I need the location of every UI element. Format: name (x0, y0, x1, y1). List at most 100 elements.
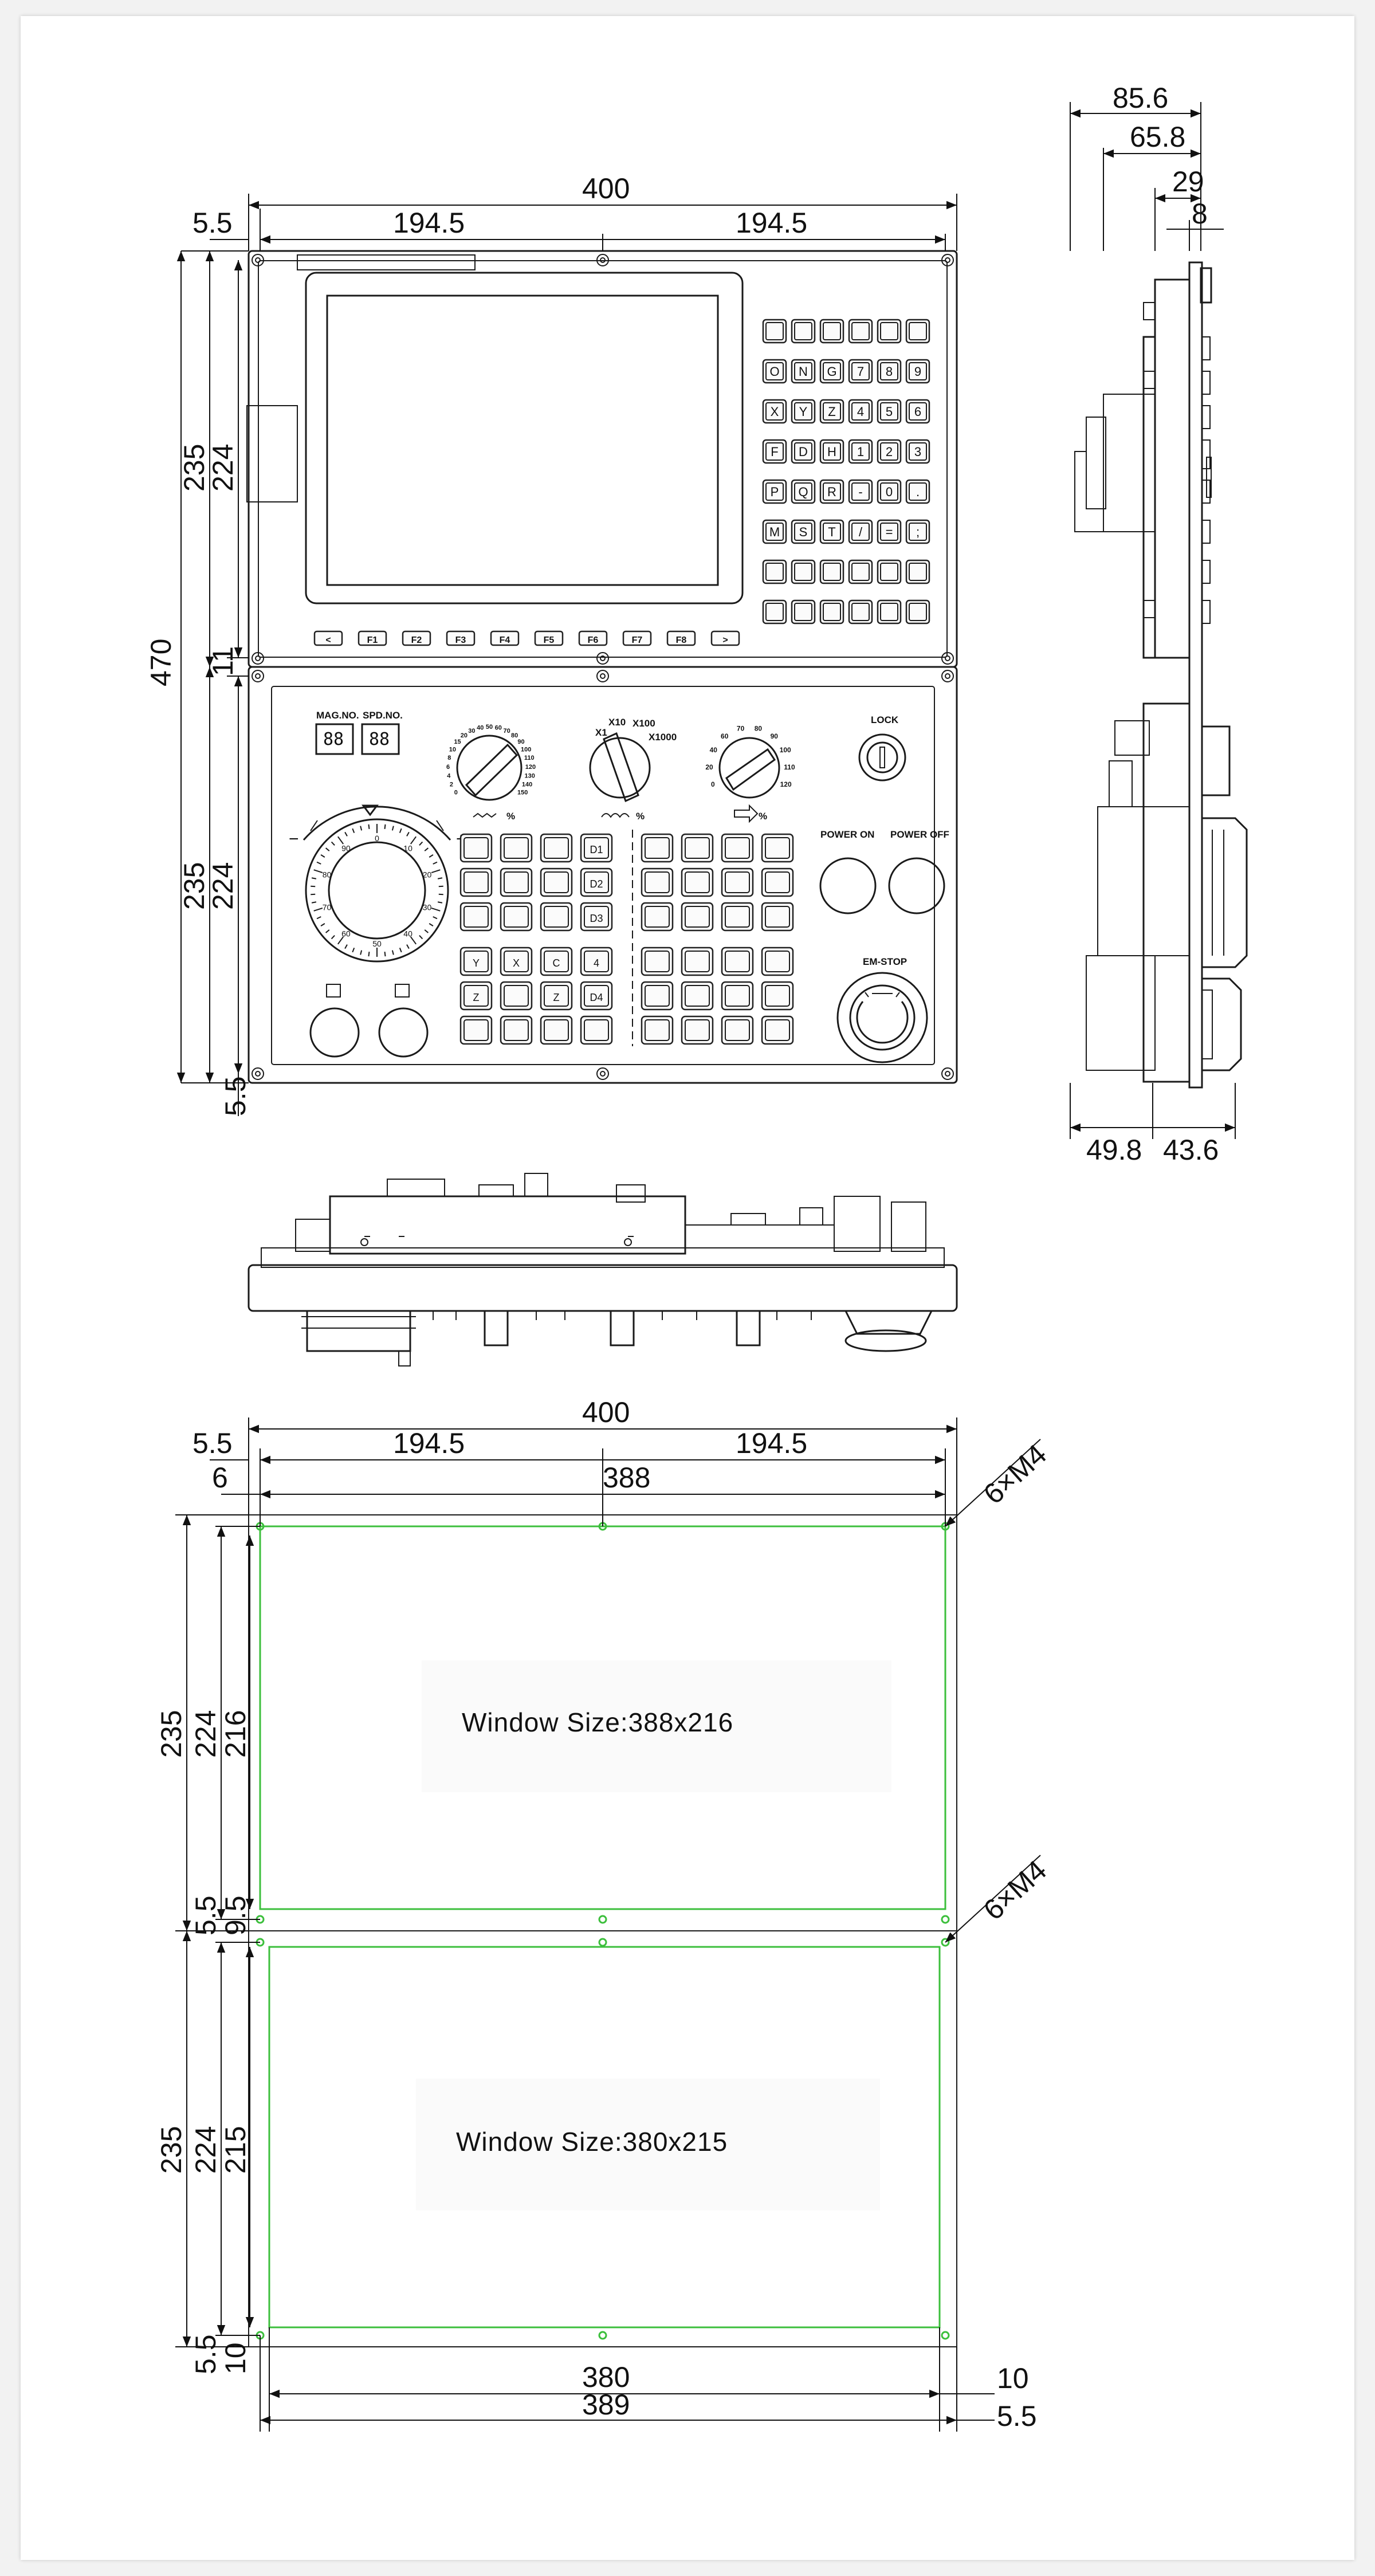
spindle-override-knob[interactable]: % (718, 737, 780, 823)
operator-key-right[interactable] (681, 833, 714, 863)
keypad-key[interactable]: 8 (877, 359, 902, 384)
softkey-8[interactable]: F7 (622, 630, 652, 646)
keypad-key[interactable]: X (762, 399, 787, 424)
operator-key-right[interactable] (681, 867, 714, 897)
mpg-axis-button-right[interactable] (378, 1007, 429, 1058)
operator-key-right[interactable] (681, 902, 714, 932)
power-off-button[interactable] (888, 857, 945, 914)
operator-key-left[interactable] (540, 833, 573, 863)
keypad-key[interactable]: 5 (877, 399, 902, 424)
operator-key-left[interactable] (500, 867, 533, 897)
keypad-key[interactable]: R (819, 479, 844, 504)
keypad-key[interactable] (819, 319, 844, 344)
keypad-key[interactable] (877, 599, 902, 625)
keypad-key[interactable] (848, 559, 873, 584)
keypad-key[interactable] (848, 599, 873, 625)
keypad-key[interactable] (905, 559, 930, 584)
operator-key-left[interactable]: D1 (580, 833, 613, 863)
keypad-key[interactable]: 4 (848, 399, 873, 424)
keypad-key[interactable]: F (762, 439, 787, 464)
keypad-key[interactable]: O (762, 359, 787, 384)
emergency-stop-button[interactable] (836, 972, 928, 1063)
operator-key-left[interactable] (540, 1015, 573, 1045)
keypad-key[interactable]: N (791, 359, 816, 384)
keypad-key[interactable] (762, 559, 787, 584)
keypad-key[interactable]: P (762, 479, 787, 504)
keypad-key[interactable]: / (848, 519, 873, 544)
keypad-key[interactable] (905, 599, 930, 625)
keypad-key[interactable]: S (791, 519, 816, 544)
operator-key-left[interactable]: D2 (580, 867, 613, 897)
keypad-key[interactable]: 7 (848, 359, 873, 384)
softkey-1[interactable]: < (313, 630, 343, 646)
operator-key-left[interactable] (500, 902, 533, 932)
keypad-key[interactable]: = (877, 519, 902, 544)
operator-key-left[interactable] (459, 833, 493, 863)
keypad-key[interactable] (819, 559, 844, 584)
operator-key-right[interactable] (641, 947, 674, 976)
softkey-4[interactable]: F3 (446, 630, 476, 646)
keypad-key[interactable]: ; (905, 519, 930, 544)
operator-key-right[interactable] (641, 1015, 674, 1045)
keypad-key[interactable]: 2 (877, 439, 902, 464)
keypad-key[interactable] (791, 559, 816, 584)
operator-key-right[interactable] (641, 981, 674, 1011)
keypad-key[interactable] (791, 319, 816, 344)
operator-key-right[interactable] (721, 833, 754, 863)
operator-key-right[interactable] (721, 947, 754, 976)
operator-key-right[interactable] (761, 902, 794, 932)
softkey-6[interactable]: F5 (534, 630, 564, 646)
softkey-5[interactable]: F4 (490, 630, 520, 646)
operator-key-left[interactable] (540, 902, 573, 932)
keypad-key[interactable] (877, 559, 902, 584)
operator-key-right[interactable] (681, 947, 714, 976)
keypad-key[interactable]: Y (791, 399, 816, 424)
keypad-key[interactable] (762, 319, 787, 344)
softkey-9[interactable]: F8 (666, 630, 696, 646)
operator-key-right[interactable] (721, 902, 754, 932)
operator-key-right[interactable] (761, 833, 794, 863)
keypad-key[interactable]: 1 (848, 439, 873, 464)
operator-key-left[interactable] (580, 1015, 613, 1045)
operator-key-right[interactable] (681, 981, 714, 1011)
keypad-key[interactable]: T (819, 519, 844, 544)
keypad-key[interactable] (877, 319, 902, 344)
keypad-key[interactable]: D (791, 439, 816, 464)
operator-key-left[interactable]: 4 (580, 947, 613, 976)
keypad-key[interactable] (848, 319, 873, 344)
mpg-axis-button-left[interactable] (309, 1007, 360, 1058)
operator-key-right[interactable] (641, 867, 674, 897)
operator-key-left[interactable]: D4 (580, 981, 613, 1011)
operator-key-right[interactable] (641, 833, 674, 863)
keypad-key[interactable]: 0 (877, 479, 902, 504)
power-on-button[interactable] (819, 857, 877, 914)
operator-key-left[interactable]: Y (459, 947, 493, 976)
operator-key-left[interactable]: Z (459, 981, 493, 1011)
softkey-10[interactable]: > (710, 630, 740, 646)
operator-key-right[interactable] (761, 981, 794, 1011)
keypad-key[interactable]: 9 (905, 359, 930, 384)
operator-key-right[interactable] (641, 902, 674, 932)
operator-key-left[interactable] (459, 902, 493, 932)
operator-key-left[interactable] (459, 1015, 493, 1045)
operator-key-right[interactable] (761, 1015, 794, 1045)
feed-override-knob[interactable]: % (456, 735, 522, 822)
keypad-key[interactable]: G (819, 359, 844, 384)
operator-key-right[interactable] (721, 867, 754, 897)
operator-key-right[interactable] (761, 947, 794, 976)
step-selector-knob[interactable]: X1 X10 X100 X1000 % (589, 717, 677, 822)
keypad-key[interactable]: Z (819, 399, 844, 424)
operator-key-left[interactable]: D3 (580, 902, 613, 932)
keypad-key[interactable] (905, 319, 930, 344)
softkey-3[interactable]: F2 (402, 630, 431, 646)
operator-key-right[interactable] (761, 867, 794, 897)
keypad-key[interactable]: 3 (905, 439, 930, 464)
key-lock-switch[interactable] (858, 733, 906, 782)
keypad-key[interactable] (762, 599, 787, 625)
keypad-key[interactable]: M (762, 519, 787, 544)
operator-key-left[interactable]: Z (540, 981, 573, 1011)
operator-key-left[interactable] (540, 867, 573, 897)
operator-key-left[interactable]: C (540, 947, 573, 976)
keypad-key[interactable]: - (848, 479, 873, 504)
